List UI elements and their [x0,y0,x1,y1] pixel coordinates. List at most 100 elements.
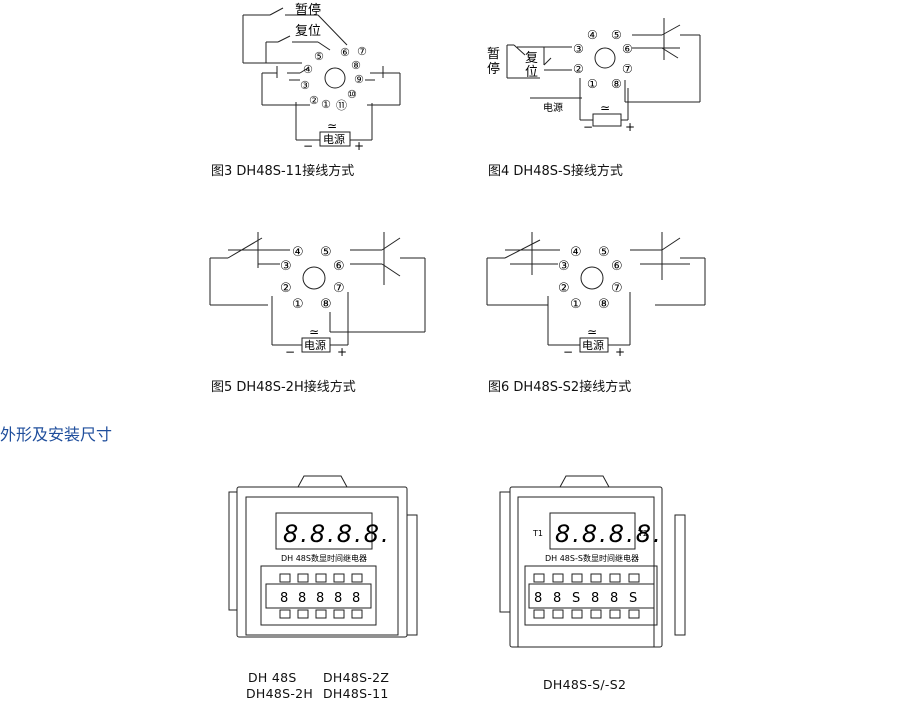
power-label-side: 电源 [543,101,563,114]
dial-bottom [552,609,564,619]
device-left-outline [228,475,418,638]
pin-6: ⑥ [622,42,633,56]
reset-label: 复位 [295,24,321,39]
dial-top [590,573,602,583]
pin-8: ⑧ [611,77,622,91]
power-label: 电源 [582,338,604,352]
minus-sign: − [583,120,593,134]
dial-bottom [590,609,602,619]
pin-2: ② [280,281,292,296]
right-display-digits: 8.8.8.8. [555,520,663,548]
reset-vertical-1: 复 [525,51,538,66]
pause-vertical-2: 停 [487,61,500,77]
pin-7: ⑦ [333,281,345,296]
model-label: DH48S-S/-S2 [543,677,627,692]
pin-2: ② [558,281,570,296]
pin-4: ④ [303,63,313,76]
t1-label: T1 [532,529,543,538]
dial-top [571,573,583,583]
pin-4: ④ [570,245,582,260]
pin-1: ① [321,98,331,111]
dial-digit[interactable]: 8 [352,591,360,606]
fig3-caption: 图3 DH48S-11接线方式 [211,164,355,179]
power-label: 电源 [323,132,345,146]
dial-top [333,573,345,583]
left-display-digits: 8.8.8.8. [283,520,391,548]
minus-sign: − [285,345,295,359]
minus-sign: − [303,139,313,153]
fig4-diagram [506,18,701,127]
pin-7: ⑦ [357,45,367,58]
ac-symbol: ≃ [309,325,319,339]
ac-symbol: ≃ [587,325,597,339]
dial-bottom [351,609,363,619]
dial-bottom [279,609,291,619]
pin-11: ⑪ [336,99,347,112]
dial-top [315,573,327,583]
pin-3: ③ [558,259,570,274]
dial-bottom [315,609,327,619]
pin-4: ④ [292,245,304,260]
section-title: 外形及安装尺寸 [0,425,113,444]
dial-digit[interactable]: 8 [591,591,599,606]
pin-1: ① [292,297,304,312]
device-right-outline [499,475,686,648]
dial-top [628,573,640,583]
dial-bottom [609,609,621,619]
minus-sign: − [563,345,573,359]
dial-bottom [533,609,545,619]
model-label: DH48S-2Z [323,670,390,685]
dial-digit[interactable]: 8 [298,591,306,606]
dial-digit[interactable]: 8 [534,591,542,606]
dial-digit[interactable]: S [629,591,637,606]
dial-top [279,573,291,583]
dial-digit[interactable]: 8 [334,591,342,606]
left-panel-label: DH 48S数显时间继电器 [281,553,367,563]
pin-7: ⑦ [611,281,623,296]
dial-top [609,573,621,583]
dial-top [552,573,564,583]
dial-top [351,573,363,583]
plus-sign: + [615,345,625,359]
model-label: DH48S-2H [246,686,314,701]
dial-digit[interactable]: 8 [316,591,324,606]
pin-3: ③ [300,79,310,92]
pin-5: ⑤ [598,245,610,260]
ac-symbol: ≃ [600,101,610,115]
dial-bottom [571,609,583,619]
dial-digit[interactable]: 8 [553,591,561,606]
fig6-caption: 图6 DH48S-S2接线方式 [488,380,632,395]
fig6-diagram [486,232,706,353]
pause-label: 暂停 [295,2,321,18]
dial-digit[interactable]: 8 [610,591,618,606]
reset-vertical-2: 位 [525,65,538,80]
pin-3: ③ [280,259,292,274]
model-label: DH48S-11 [323,686,389,701]
fig3-diagram [242,7,401,147]
pin-9: ⑨ [354,73,364,86]
fig5-diagram [209,232,426,353]
left-dial-row: 8 8 8 8 8 [279,573,363,619]
pin-6: ⑥ [333,259,345,274]
pause-vertical-1: 暂 [487,47,500,62]
pin-5: ⑤ [320,245,332,260]
pin-6: ⑥ [340,46,350,59]
dial-bottom [628,609,640,619]
pin-5: ⑤ [314,50,324,63]
pin-4: ④ [587,28,598,42]
dial-top [297,573,309,583]
pin-7: ⑦ [622,62,633,76]
ac-symbol: ≃ [327,119,337,133]
dial-digit[interactable]: 8 [280,591,288,606]
model-label: DH 48S [248,670,297,685]
dial-digit[interactable]: S [572,591,580,606]
pin-8: ⑧ [320,297,332,312]
plus-sign: + [354,139,364,153]
plus-sign: + [337,345,347,359]
power-label: 电源 [304,338,326,352]
pin-8: ⑧ [598,297,610,312]
pin-5: ⑤ [611,28,622,42]
dial-top [533,573,545,583]
